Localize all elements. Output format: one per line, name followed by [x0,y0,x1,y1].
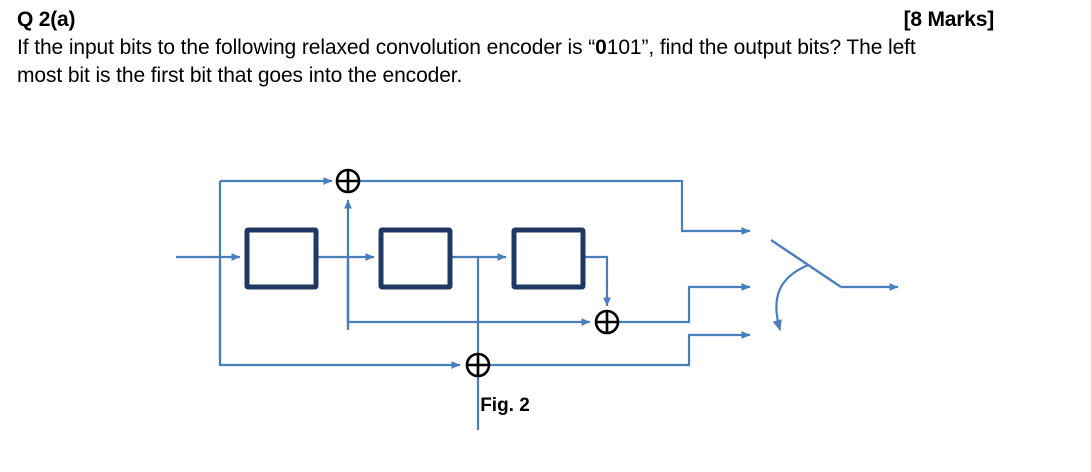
commutator-rotation-arrow [772,263,809,331]
xor-adder-bottom-cross [467,354,489,376]
output-branch-2 [618,283,751,324]
question-text-after-bits: ”, find the output bits? The left most b… [17,36,916,87]
input-bits-remainder: 101 [606,36,642,59]
question-body: If the input bits to the following relax… [17,34,947,90]
xor-adder-top-cross [337,170,359,192]
question-text-before-bits: If the input bits to the following relax… [17,36,596,59]
marks-label: [8 Marks] [903,8,995,31]
xor-adder-middle-cross [596,311,618,333]
figure-caption: Fig. 2 [480,395,530,416]
shift-register-2 [378,227,453,290]
question-header-row: Q 2(a) [8 Marks] [17,8,994,32]
output-branch-1 [359,179,751,235]
convolution-encoder-figure [0,130,1091,430]
encoder-diagram-svg [176,168,899,430]
output-branch-3 [489,331,751,367]
shift-register-1 [244,227,319,290]
question-label: Q 2(a) [17,8,76,31]
commutator-switch-blade[interactable] [770,239,842,288]
shift-register-3 [511,227,586,290]
input-bits-first-bit: 0 [595,36,607,59]
question-block: Q 2(a) [8 Marks] If the input bits to th… [17,8,1077,90]
wire-reg3-out-to-mid [583,255,609,282]
